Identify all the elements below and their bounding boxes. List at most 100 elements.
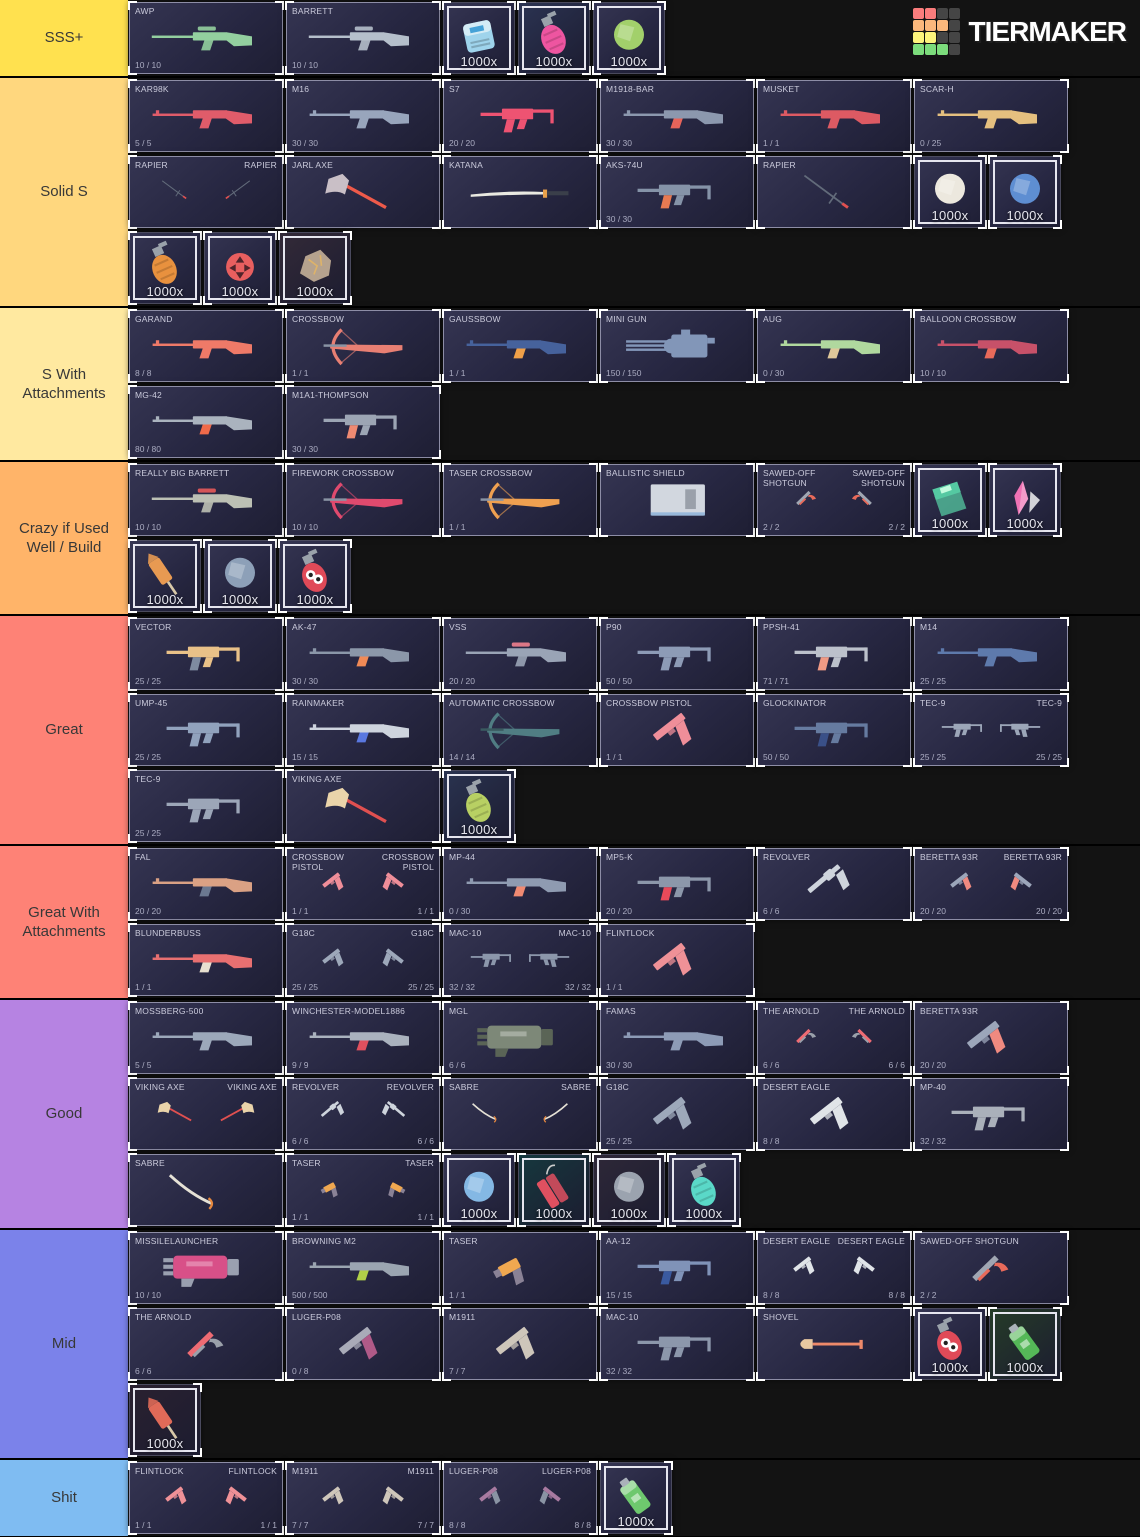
item-card-ball[interactable]: 1000x (988, 155, 1062, 229)
item-card-cube[interactable]: 1000x (442, 1, 516, 75)
item-card-grenade[interactable]: 1000x (128, 231, 202, 305)
item-card-ball[interactable]: 1000x (592, 1153, 666, 1227)
weapon-card-ballistic-shield[interactable]: BALLISTIC SHIELD (599, 463, 755, 537)
item-card-firework[interactable]: 1000x (128, 1383, 202, 1457)
weapon-card-viking-axe[interactable]: VIKING AXE (285, 769, 441, 843)
tier-label-s-with-attachments[interactable]: S With Attachments (0, 308, 128, 460)
item-card-ball[interactable]: 1000x (442, 1153, 516, 1227)
tier-label-mid[interactable]: Mid (0, 1230, 128, 1458)
item-card-firework[interactable]: 1000x (128, 539, 202, 613)
item-card-grenade_eyes[interactable]: 1000x (913, 1307, 987, 1381)
tier-label-good[interactable]: Good (0, 1000, 128, 1228)
item-card-dynamite[interactable]: 1000x (517, 1153, 591, 1227)
tier-label-solid-s[interactable]: Solid S (0, 78, 128, 306)
item-card-grenade[interactable]: 1000x (517, 1, 591, 75)
tier-label-shit[interactable]: Shit (0, 1460, 128, 1536)
item-card-grenade_eyes[interactable]: 1000x (278, 539, 352, 613)
item-card-battery[interactable]: 1000x (599, 1461, 673, 1535)
weapon-card-katana[interactable]: KATANA (442, 155, 598, 229)
tier-label-sss[interactable]: SSS+ (0, 0, 128, 76)
item-card-grenade[interactable]: 1000x (667, 1153, 741, 1227)
tier-label-great[interactable]: Great (0, 616, 128, 844)
item-card-ball[interactable]: 1000x (592, 1, 666, 75)
tier-label-great-with-attachments[interactable]: Great With Attachments (0, 846, 128, 998)
item-card-ball[interactable]: 1000x (913, 155, 987, 229)
weapon-card-rapier[interactable]: RAPIER (756, 155, 912, 229)
item-card-box[interactable]: 1000x (913, 463, 987, 537)
weapon-card-sabre[interactable]: SABRE (128, 1153, 284, 1227)
item-card-crystal[interactable]: 1000x (988, 463, 1062, 537)
weapon-card-jarl-axe[interactable]: JARL AXE (285, 155, 441, 229)
item-card-rock[interactable]: 1000x (278, 231, 352, 305)
item-card-spike[interactable]: 1000x (203, 231, 277, 305)
tier-label-crazy-if-used-well-build[interactable]: Crazy if Used Well / Build (0, 462, 128, 614)
item-card-battery[interactable]: 1000x (988, 1307, 1062, 1381)
item-card-ball[interactable]: 1000x (203, 539, 277, 613)
